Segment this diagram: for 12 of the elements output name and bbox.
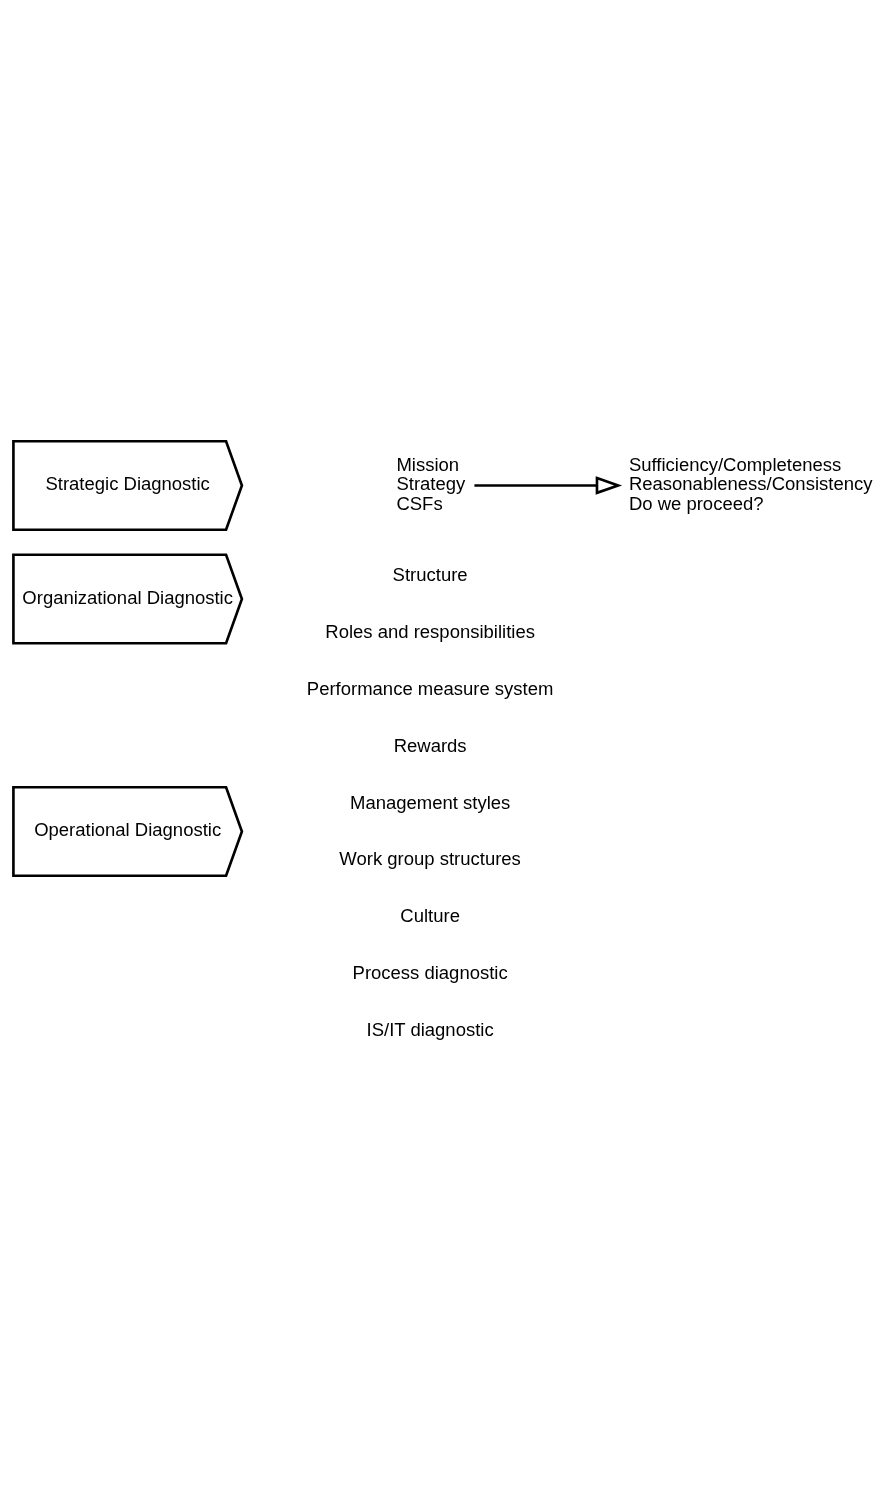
label: Work group structures (339, 847, 521, 869)
label: IS/IT diagnostic (366, 1018, 494, 1040)
label: Culture (400, 904, 460, 926)
arrow (474, 475, 623, 495)
label: Roles and responsibilities (325, 620, 535, 642)
node-text: Mission Strategy CSFs (396, 453, 466, 514)
node-text: Sufficiency/Completeness Reasonableness/Consistency Do we proceed? (628, 453, 873, 514)
label: Management styles (349, 791, 511, 813)
label: Structure (392, 563, 468, 585)
label: Performance measure system (306, 677, 554, 699)
label: Process diagnostic (352, 961, 508, 983)
label: Rewards (393, 734, 467, 756)
